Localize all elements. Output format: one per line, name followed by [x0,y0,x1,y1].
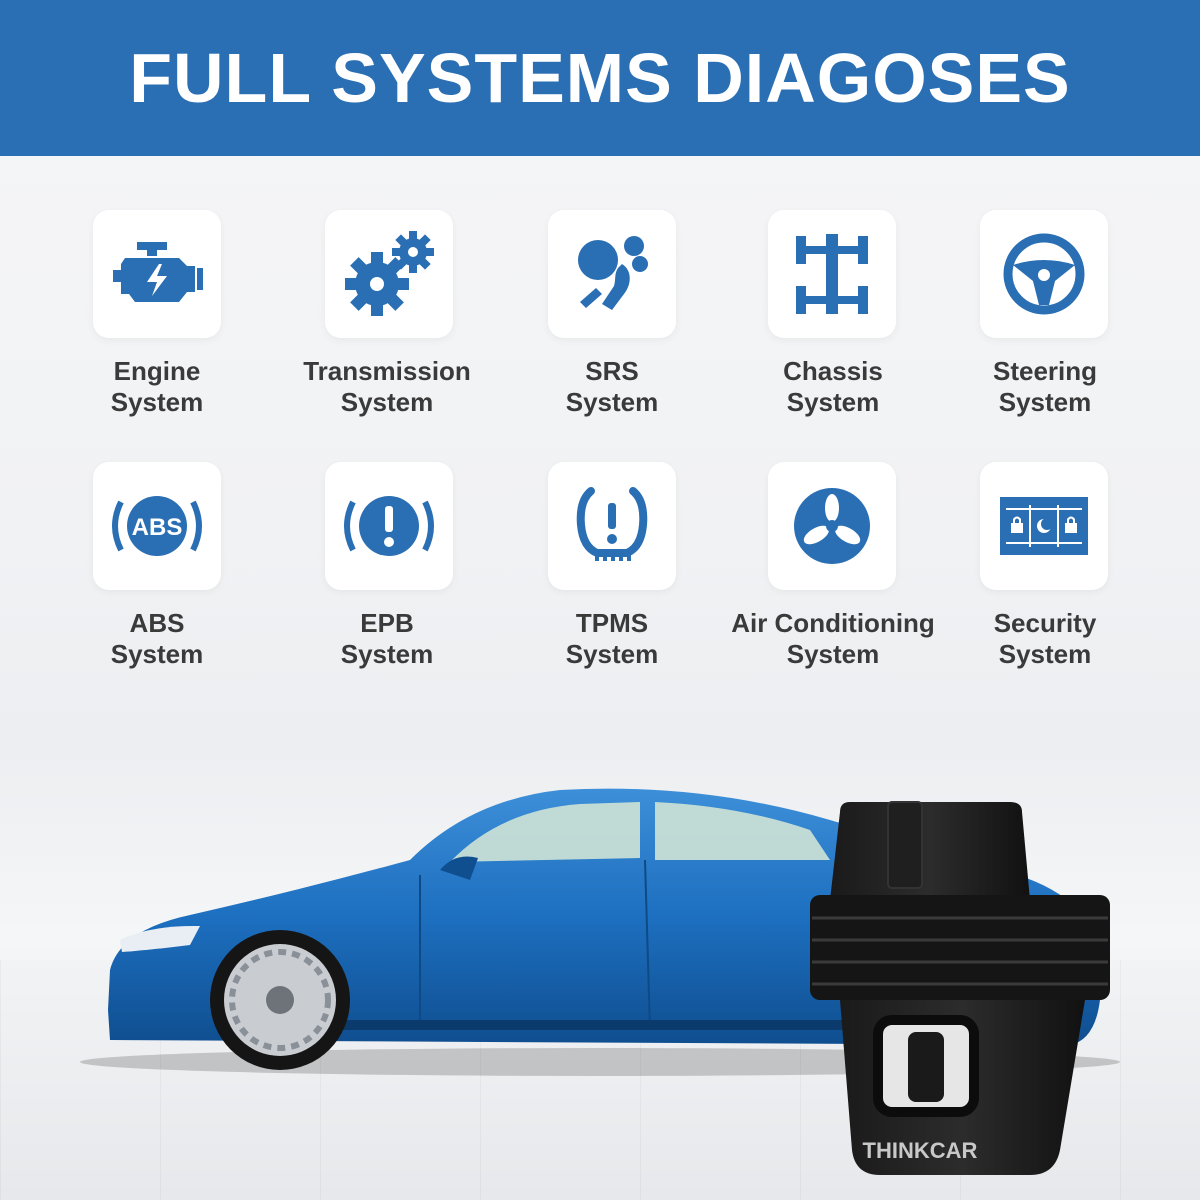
abs-system-tile: ABS [93,462,221,590]
engine-icon [113,242,203,302]
chassis-icon [796,234,868,314]
srs-system-tile [548,210,676,338]
device-brand-label: THINKCAR [863,1138,978,1163]
abs-icon: ABS [112,496,202,556]
obd-device: THINKCAR [810,801,1110,1175]
front-wheel [210,930,350,1070]
steering-wheel-icon [1003,233,1085,315]
airbag-icon [578,236,648,310]
transmission-system-tile [325,210,453,338]
chassis-system-tile [768,210,896,338]
tpms-system-tile [548,462,676,590]
header-banner: FULL SYSTEMS DIAGOSES [0,0,1200,156]
steering-system-tile [980,210,1108,338]
air-conditioning-system-tile [768,462,896,590]
page-title: FULL SYSTEMS DIAGOSES [129,39,1071,117]
security-lock-icon [1000,497,1088,555]
brake-warning-icon [344,496,434,556]
engine-system-tile [93,210,221,338]
gears-icon [345,231,434,316]
epb-system-tile [325,462,453,590]
security-system-tile [980,462,1108,590]
svg-text:ABS: ABS [132,514,183,541]
fan-icon [794,488,870,564]
tire-pressure-icon [576,487,648,561]
